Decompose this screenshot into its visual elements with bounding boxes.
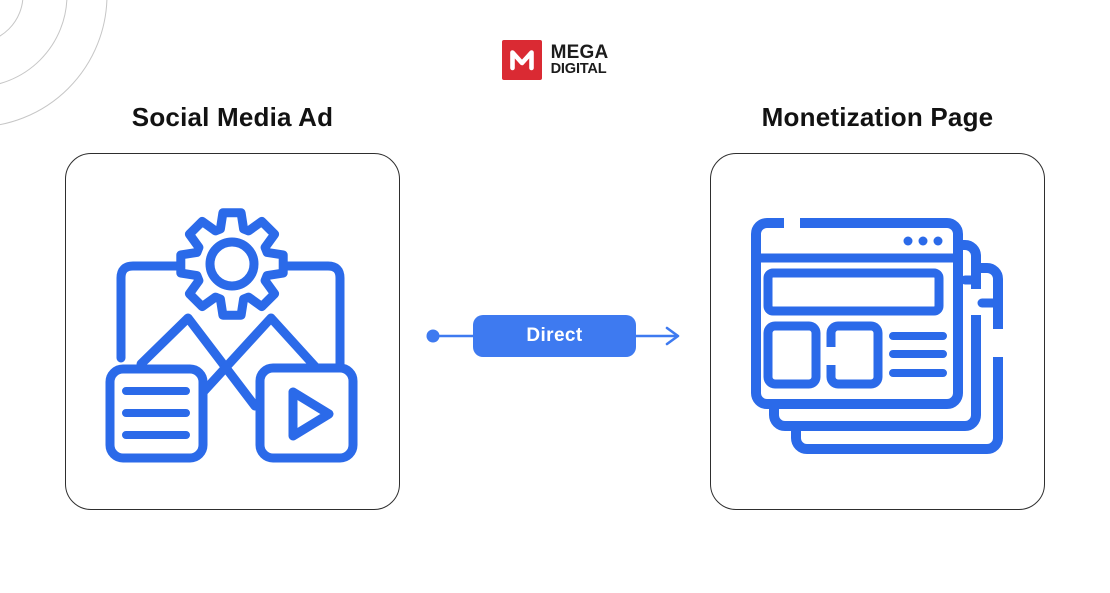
megadigital-m-icon [501,40,542,80]
content-text-lines [889,332,947,377]
play-icon [288,387,334,441]
arrowhead-icon [665,326,680,346]
stacked-browser-windows-icon [751,215,1005,454]
gear-hub [205,237,259,291]
window-dot-1 [903,236,913,246]
logo-m-glyph [509,50,534,71]
left-node-card [65,153,400,510]
logo-brand-line2: DIGITAL [550,60,607,77]
window-front-top-gap [784,215,800,231]
window-dot-2 [918,236,928,246]
mountain-left [136,313,260,411]
window-dot-3 [933,236,943,246]
decorative-arcs [0,0,108,126]
mountain-right [190,313,336,406]
content-block-2-gap [825,347,836,365]
banner-block [763,268,944,316]
connector-dot-icon [426,329,440,343]
left-node-title: Social Media Ad [131,101,334,132]
social-media-ad-icon [105,208,358,463]
window-back-edge-gap [991,329,1005,357]
logo-text: MEGA DIGITAL [551,43,609,77]
direct-label-pill: Direct [473,315,636,357]
right-node-title: Monetization Page [761,101,994,132]
content-block-1 [763,321,821,389]
window-middle-edge-gap [970,289,983,315]
right-node-card [710,153,1045,510]
text-card-lines [122,387,190,439]
arc-inner [0,0,24,37]
megadigital-logo: MEGA DIGITAL [0,40,1110,80]
logo-brand-line1: MEGA [550,41,609,63]
